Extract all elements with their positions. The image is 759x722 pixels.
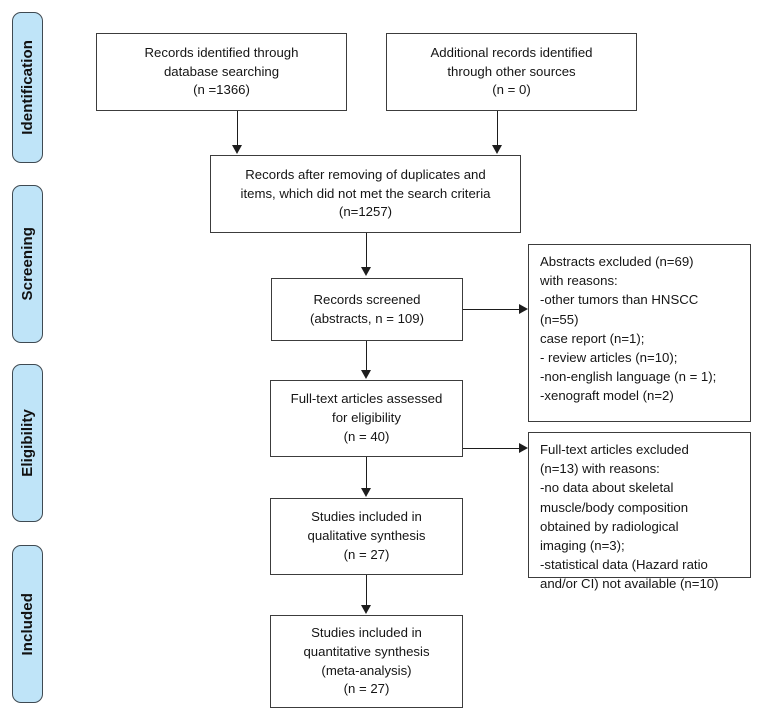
arrowhead-qualitative-to-quantitative	[361, 605, 371, 614]
box-qualitative-synthesis-text: Studies included in qualitative synthesi…	[307, 509, 426, 562]
connector-fulltext-to-excluded	[463, 448, 521, 449]
box-after-duplicates: Records after removing of duplicates and…	[210, 155, 521, 233]
box-qualitative-synthesis: Studies included in qualitative synthesi…	[270, 498, 463, 575]
stage-label-included: Included	[19, 592, 36, 656]
box-after-duplicates-text: Records after removing of duplicates and…	[240, 166, 491, 220]
arrowhead-screened-to-fulltext	[361, 370, 371, 379]
box-fulltext-excluded: Full-text articles excluded (n=13) with …	[528, 432, 751, 591]
connector-identified-to-duplicates	[237, 111, 238, 147]
box-abstracts-excluded-text: Abstracts excluded (n=69) with reasons: …	[540, 254, 717, 404]
connector-additional-to-duplicates	[497, 111, 498, 147]
connector-screened-to-fulltext	[366, 341, 367, 372]
connector-screened-to-abstracts-excluded	[463, 309, 521, 310]
stage-label-eligibility: Eligibility	[19, 409, 36, 477]
arrowhead-duplicates-to-screened	[361, 267, 371, 276]
arrowhead-fulltext-to-qualitative	[361, 488, 371, 497]
box-fulltext-excluded-text: Full-text articles excluded (n=13) with …	[540, 442, 719, 592]
box-quantitative-synthesis-text: Studies included in quantitative synthes…	[303, 625, 430, 697]
arrowhead-fulltext-to-excluded	[519, 443, 528, 453]
stage-pill-included: Included	[12, 545, 43, 703]
connector-fulltext-to-qualitative	[366, 457, 367, 490]
stage-pill-eligibility: Eligibility	[12, 364, 43, 522]
box-fulltext-assessed-text: Full-text articles assessed for eligibil…	[290, 391, 443, 444]
stage-label-screening: Screening	[19, 227, 36, 301]
arrowhead-additional-to-duplicates	[492, 145, 502, 154]
box-additional-records-text: Additional records identified through ot…	[430, 44, 593, 98]
box-records-screened-text: Records screened (abstracts, n = 109)	[310, 291, 424, 326]
box-records-screened: Records screened (abstracts, n = 109)	[271, 278, 463, 341]
stage-pill-identification: Identification	[12, 12, 43, 163]
stage-label-identification: Identification	[19, 40, 36, 135]
box-fulltext-assessed: Full-text articles assessed for eligibil…	[270, 380, 463, 457]
box-quantitative-synthesis: Studies included in quantitative synthes…	[270, 615, 463, 708]
box-records-identified: Records identified through database sear…	[96, 33, 347, 111]
stage-pill-screening: Screening	[12, 185, 43, 343]
box-additional-records: Additional records identified through ot…	[386, 33, 637, 111]
box-records-identified-text: Records identified through database sear…	[144, 44, 299, 98]
arrowhead-identified-to-duplicates	[232, 145, 242, 154]
arrowhead-screened-to-abstracts-excluded	[519, 304, 528, 314]
connector-duplicates-to-screened	[366, 233, 367, 269]
box-abstracts-excluded: Abstracts excluded (n=69) with reasons: …	[528, 244, 751, 422]
connector-qualitative-to-quantitative	[366, 575, 367, 607]
